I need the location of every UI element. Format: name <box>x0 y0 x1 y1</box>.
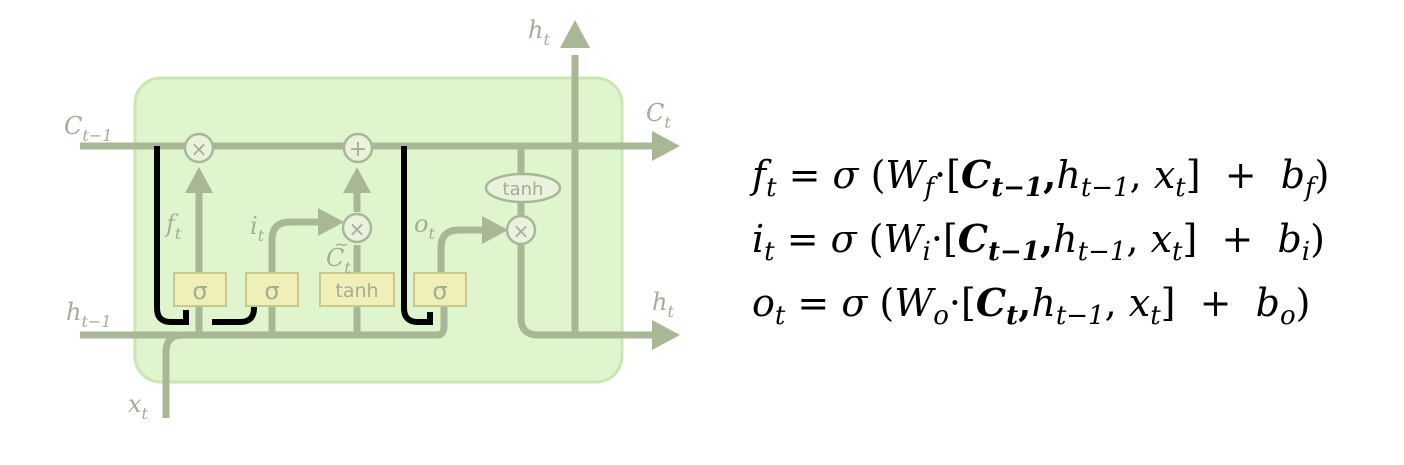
add-op: + <box>342 132 374 164</box>
input-gate: σ <box>245 272 299 307</box>
add-arrowhead <box>343 167 371 193</box>
output-multiply-symbol: × <box>513 219 530 243</box>
peephole-input <box>212 300 257 325</box>
input-gate-box <box>245 272 299 307</box>
forget-gate: σ <box>173 272 227 307</box>
equation-o: ot = σ (Wo·[Ct,ht−1, xt] + bo) <box>752 280 1310 331</box>
hidden-prev-label: ht−1 <box>66 298 111 331</box>
cell-tanh: tanh <box>484 172 562 204</box>
candidate-accent: ~ <box>334 234 349 255</box>
output-multiply-op: × <box>505 214 537 246</box>
cell-out-label: Ct <box>646 99 671 132</box>
peephole-output <box>401 146 433 325</box>
forget-gate-box <box>173 272 227 307</box>
forget-arrowhead <box>185 167 213 193</box>
forget-gate-symbol: σ <box>192 277 207 305</box>
cell-tanh-label: tanh <box>503 179 544 200</box>
lstm-cell-diagram: σ σ tanh σ tanh × + × <box>64 16 680 423</box>
cell-state-arrowhead <box>652 131 680 161</box>
peephole-forget <box>154 146 189 325</box>
output-gate-label: ot <box>414 210 435 243</box>
output-gate-symbol: σ <box>432 277 447 305</box>
input-gate-label: it <box>250 212 265 245</box>
candidate-gate: tanh <box>319 272 395 307</box>
input-gate-symbol: σ <box>264 277 279 305</box>
output-multiply-circle <box>505 214 537 246</box>
equation-i: it = σ (Wi·[Ct−1,ht−1, xt] + bi) <box>752 216 1325 267</box>
input-multiply-circle <box>341 212 373 244</box>
forget-multiply-symbol: × <box>191 137 208 161</box>
output-gate-bus-riser <box>437 305 448 339</box>
equation-block: ft = σ (Wf·[Ct−1,ht−1, xt] + bf) it = σ (… <box>749 152 1329 331</box>
hidden-output-arrowhead <box>652 320 680 350</box>
cell-tanh-ellipse <box>484 172 562 204</box>
input-multiply-symbol: × <box>349 217 366 241</box>
hidden-output-path <box>517 244 660 339</box>
input-gate-arrowhead <box>318 208 344 236</box>
cell-prev-label: Ct−1 <box>64 112 112 145</box>
input-gate-path <box>268 218 328 335</box>
output-gate-arrowhead <box>482 216 508 244</box>
output-gate: σ <box>413 272 467 307</box>
hidden-out-right-label: ht <box>652 288 674 321</box>
add-circle <box>342 132 374 164</box>
equation-f: ft = σ (Wf·[Ct−1,ht−1, xt] + bf) <box>749 152 1329 203</box>
forget-multiply-op: × <box>183 132 215 164</box>
output-gate-path <box>437 226 492 275</box>
input-multiply-op: × <box>341 212 373 244</box>
candidate-gate-label: tanh <box>335 280 378 302</box>
candidate-gate-box <box>319 272 395 307</box>
input-bus <box>162 331 438 418</box>
x-input-label: xt <box>128 390 149 423</box>
output-gate-box <box>413 272 467 307</box>
hidden-up-arrowhead <box>560 20 590 48</box>
candidate-label: Ct <box>326 244 351 277</box>
hidden-out-top-label: ht <box>528 16 550 49</box>
forget-multiply-circle <box>183 132 215 164</box>
add-symbol: + <box>349 137 367 162</box>
